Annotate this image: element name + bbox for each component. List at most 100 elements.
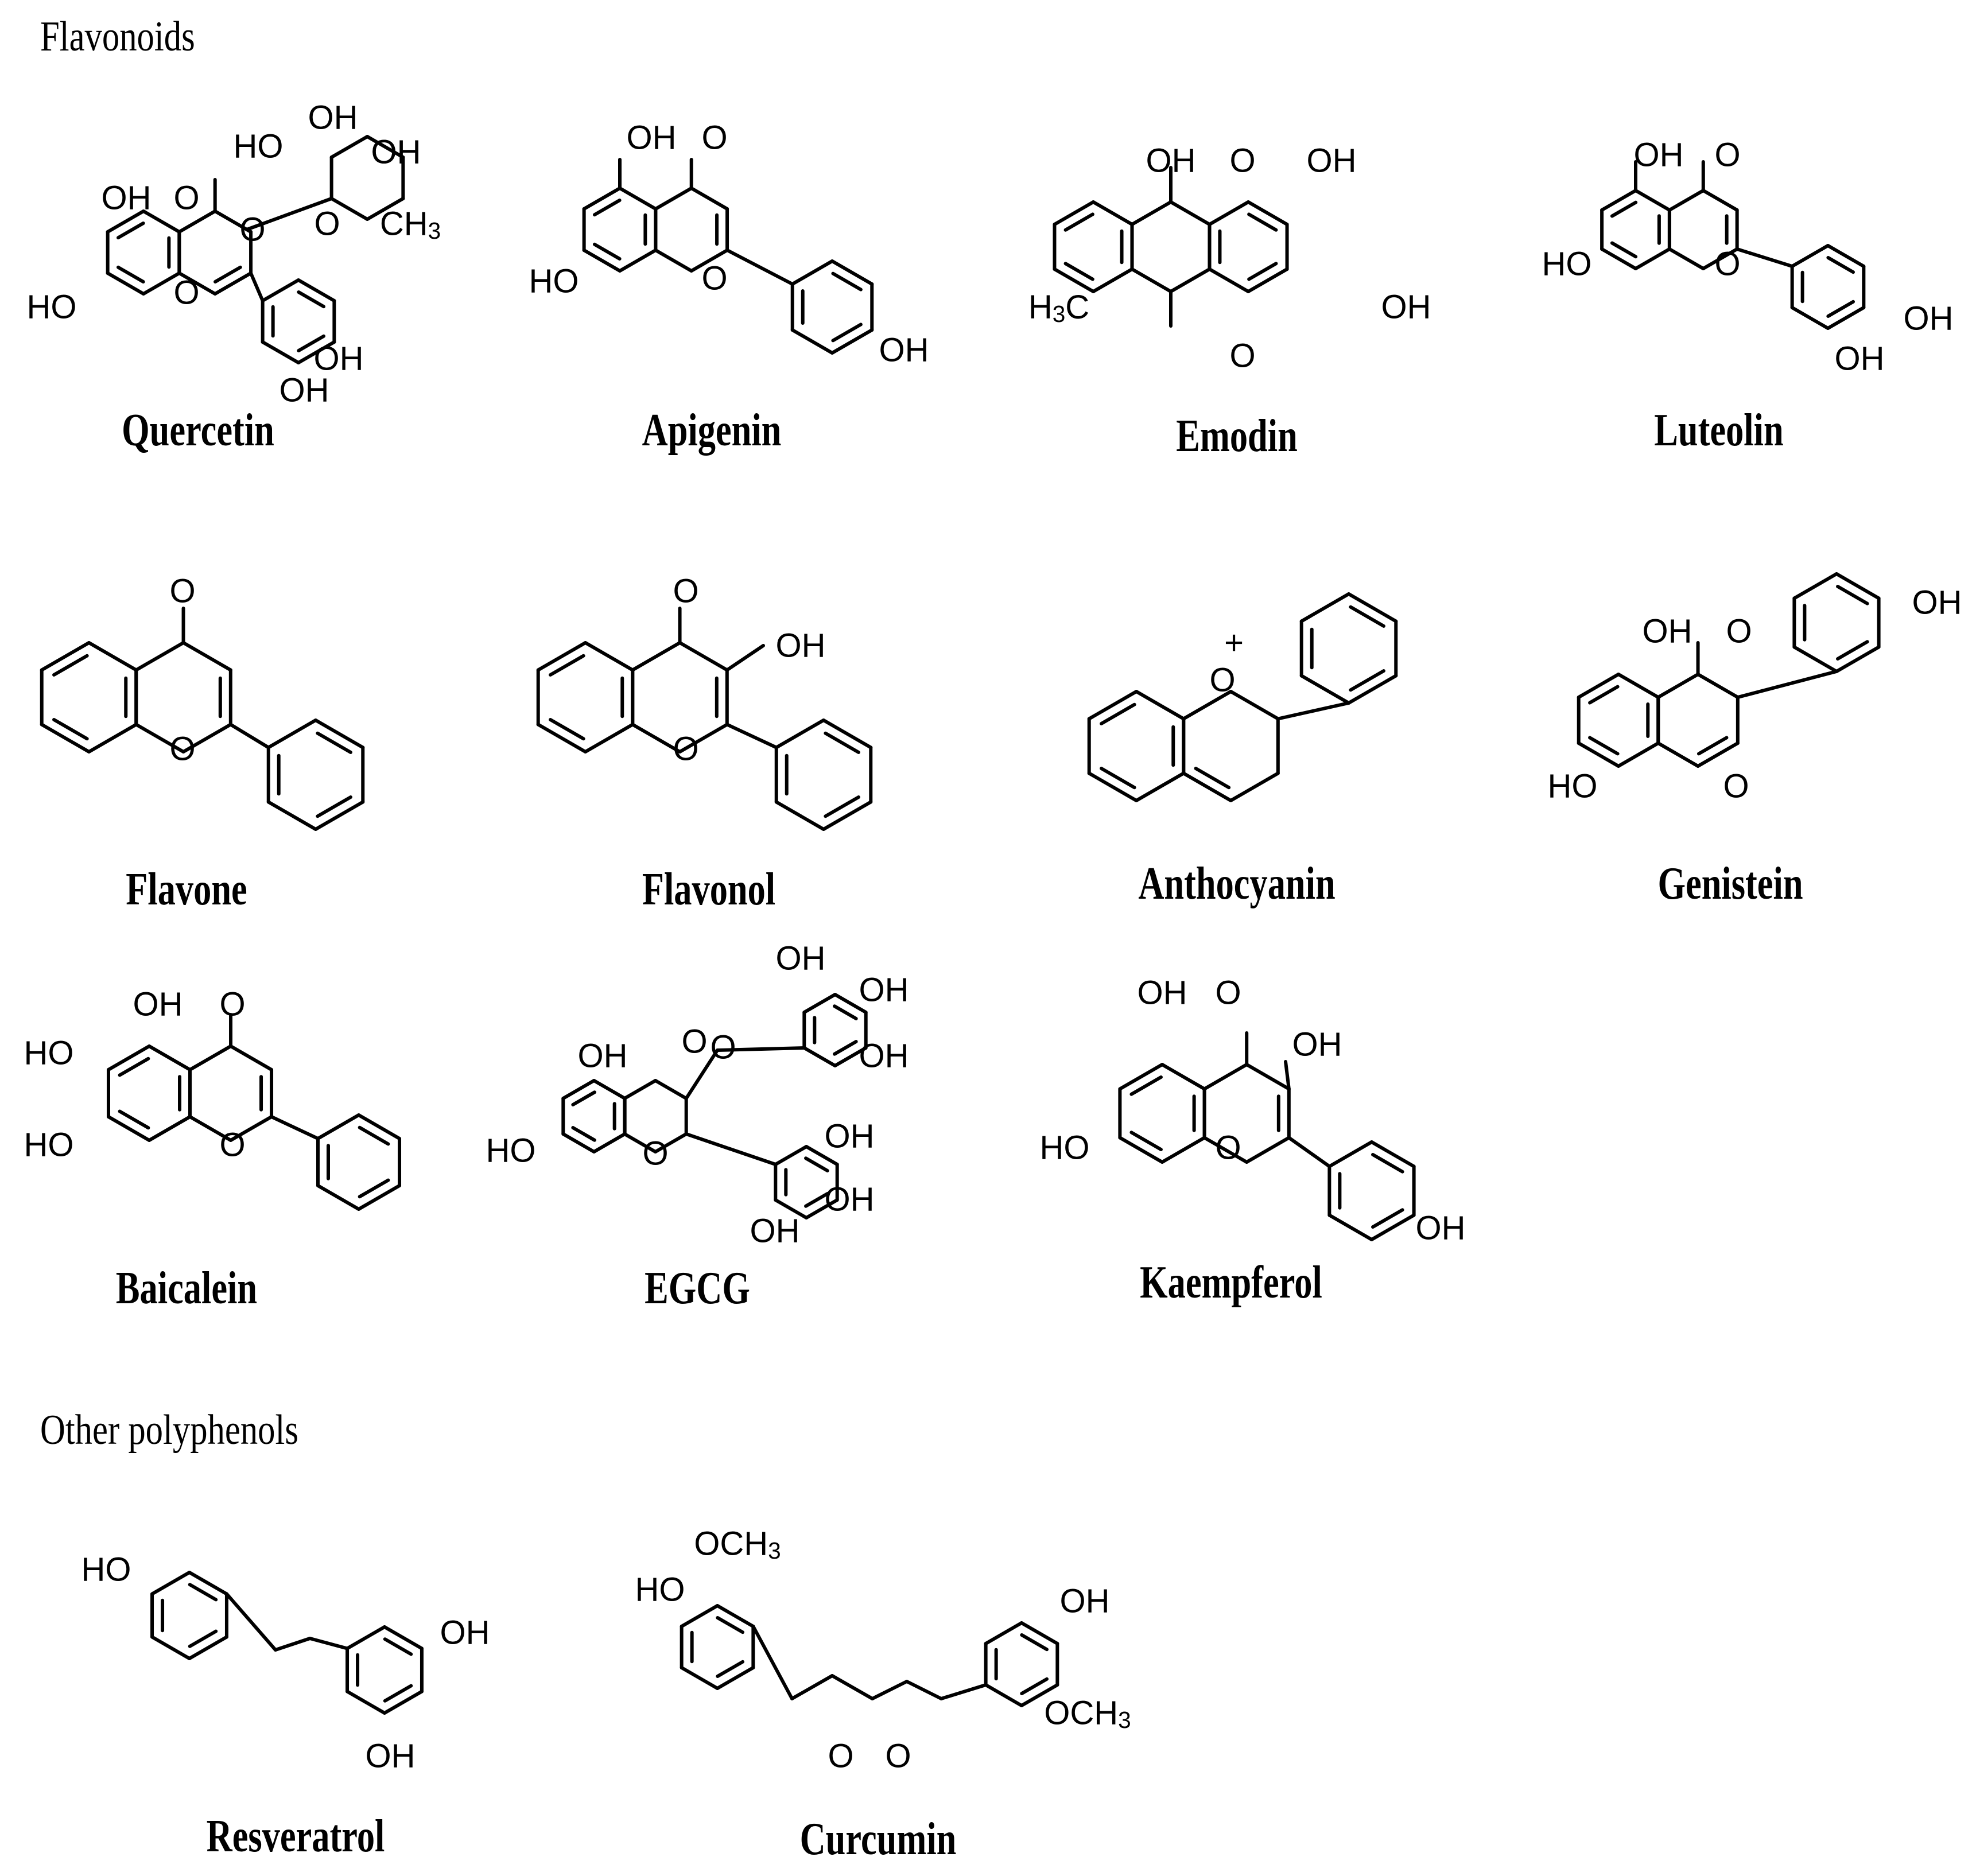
bond	[188, 1115, 233, 1142]
bond	[1826, 306, 1866, 330]
bond	[1826, 255, 1855, 274]
bond	[1577, 673, 1620, 699]
bond	[1118, 1136, 1164, 1164]
bond	[984, 1683, 1023, 1707]
bond	[571, 1090, 596, 1106]
bond	[1617, 741, 1660, 768]
bond	[830, 259, 874, 286]
bond	[1160, 1063, 1206, 1091]
bond	[833, 1004, 858, 1020]
bond	[142, 271, 181, 296]
bond	[1736, 670, 1838, 699]
atom-label: O	[1215, 1129, 1241, 1167]
bond	[631, 641, 682, 672]
bond	[316, 795, 352, 818]
bond	[871, 1680, 909, 1700]
atom-label: HO	[635, 1571, 685, 1609]
bond	[584, 723, 635, 753]
atom-label: OH	[1146, 142, 1196, 180]
bond	[249, 271, 265, 302]
atom-label: OH	[440, 1614, 490, 1652]
atom-label: OH	[1643, 613, 1692, 650]
label-curcumin: Curcumin	[799, 1814, 957, 1865]
atom-label: HO	[1548, 768, 1598, 805]
atom-label: OH	[314, 340, 364, 378]
bond	[314, 800, 365, 831]
bond	[316, 1113, 360, 1140]
bond	[1696, 741, 1740, 768]
atom-label: OH	[578, 1038, 628, 1075]
bond	[725, 723, 778, 749]
bond	[592, 198, 622, 217]
bond	[358, 1178, 390, 1199]
bond	[188, 1571, 228, 1596]
bond	[1349, 605, 1385, 628]
bond	[213, 209, 253, 234]
bond	[1087, 690, 1138, 721]
bond	[358, 1125, 390, 1146]
bond	[584, 641, 635, 672]
atom-label: OH	[776, 940, 826, 977]
bond	[1130, 200, 1173, 226]
bond	[1092, 200, 1134, 226]
atom-label: HO	[1040, 1129, 1090, 1167]
bond	[790, 259, 834, 286]
atom-label: O	[169, 731, 195, 768]
atom-label: O	[1209, 662, 1235, 699]
bond	[654, 1079, 688, 1100]
bond	[592, 242, 622, 261]
bond	[582, 248, 622, 273]
bond	[680, 1666, 719, 1690]
atom-label: OH	[1634, 137, 1684, 174]
section-title-other-polyphenols: Other polyphenols	[40, 1407, 298, 1454]
bond	[266, 718, 317, 749]
bond	[147, 1115, 192, 1142]
bond	[1182, 690, 1233, 721]
atom-label: +	[1224, 624, 1244, 662]
label-flavonol: Flavonol	[642, 864, 776, 915]
bond	[905, 1680, 943, 1700]
bond	[1287, 1136, 1331, 1168]
bond	[106, 209, 145, 234]
atom-label: O	[673, 731, 698, 768]
bond	[684, 1132, 778, 1166]
atom-label: OH	[859, 972, 909, 1009]
bond	[1020, 1677, 1049, 1696]
bond	[1836, 640, 1869, 661]
atom-label: OH	[133, 986, 183, 1023]
atom-label: OH	[1060, 1583, 1110, 1620]
atom-label: H3C	[1028, 289, 1089, 328]
bond	[1299, 592, 1350, 623]
bond	[1792, 645, 1838, 673]
label-genistein: Genistein	[1657, 859, 1803, 909]
bond	[1276, 701, 1350, 721]
bond	[213, 265, 242, 284]
atom-label: O	[314, 205, 340, 243]
bond	[245, 197, 333, 231]
atom-label: O	[1229, 337, 1255, 375]
atom-label: OH	[825, 1118, 875, 1155]
structure-anthocyanin: O+	[1087, 592, 1398, 802]
bond	[536, 723, 587, 753]
bond	[631, 723, 682, 753]
label-baicalein: Baicalein	[115, 1263, 258, 1314]
atom-label: O	[1723, 768, 1749, 805]
bond	[1701, 189, 1739, 212]
bond	[1588, 685, 1620, 705]
bond	[1299, 674, 1350, 705]
bond	[383, 1689, 424, 1715]
bond	[1135, 690, 1186, 721]
bond	[618, 187, 658, 211]
bond	[1370, 1140, 1416, 1168]
atom-label: OH	[102, 180, 152, 217]
bond	[1667, 189, 1705, 212]
bond	[1610, 241, 1638, 259]
bond	[790, 328, 834, 355]
atom-label: OH	[627, 119, 677, 157]
bond	[87, 641, 138, 672]
atom-label: OH	[1416, 1210, 1466, 1247]
bond	[790, 1674, 834, 1700]
bond	[52, 654, 89, 677]
